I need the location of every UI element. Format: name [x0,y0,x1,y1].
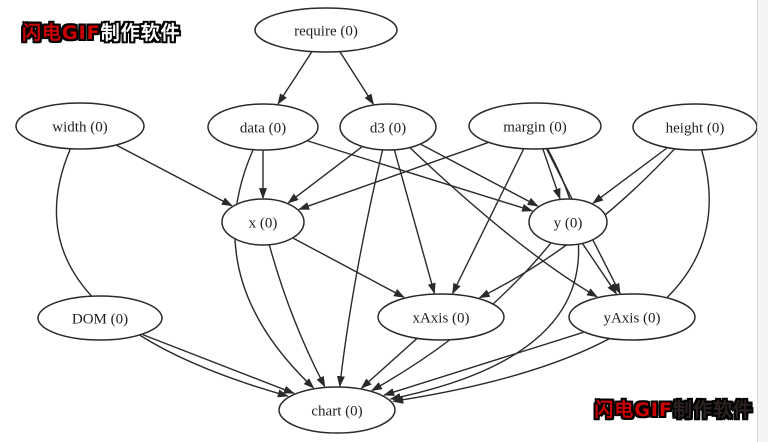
edge-height-to-chart [392,150,710,404]
node-y-label: y (0) [554,215,583,231]
node-data [207,103,319,151]
watermark-brand-text: 闪电GIF [22,22,101,44]
node-data-label: data (0) [240,120,286,136]
node-d3-label: d3 (0) [370,120,406,136]
node-require-label: require (0) [294,23,358,39]
edge-margin-to-xAxis [451,148,525,295]
node-DOM-label: DOM (0) [72,311,128,327]
node-require [254,7,398,53]
edge-DOM-to-chart [142,333,295,394]
node-DOM [37,295,163,341]
edge-d3-to-xAxis [393,150,436,295]
edge-d3-to-y [420,143,539,207]
node-x [221,198,305,246]
edge-d3-to-yAxis [409,147,598,298]
node-x-label: x (0) [249,215,278,231]
node-xAxis-label: xAxis (0) [412,310,469,326]
watermark-bottom-right: 闪电GIF制作软件 [594,395,753,422]
node-xAxis [377,293,505,341]
edge-require-to-data [277,51,313,105]
edge-require-to-d3 [339,51,374,105]
edge-yAxis-to-chart [383,331,584,396]
edge-x-to-xAxis [292,237,405,298]
edge-data-to-chart [234,149,315,389]
node-width-label: width (0) [52,119,107,135]
node-margin-label: margin (0) [503,119,566,135]
edge-margin-to-y [542,149,561,200]
edge-margin-to-x [298,142,488,210]
edge-xAxis-to-chart [360,338,418,389]
node-yAxis [568,293,696,341]
node-chart-label: chart (0) [311,403,362,419]
node-width [15,102,145,150]
edge-height-to-y [592,147,668,204]
edge-d3-to-chart [336,150,384,388]
node-margin [468,102,602,150]
node-y [528,198,608,246]
watermark-suffix-text: 制作软件 [100,22,181,44]
node-d3 [339,103,437,151]
edge-x-to-chart [268,245,326,388]
node-height-label: height (0) [666,120,725,136]
watermark-top-left: 闪电GIF制作软件 [22,18,181,45]
edge-d3-to-x [287,146,363,204]
edge-width-to-chart [55,148,289,398]
edge-width-to-x [116,144,233,207]
right-edge-strip [757,0,768,442]
watermark-suffix-text: 制作软件 [672,399,753,421]
node-yAxis-label: yAxis (0) [603,310,660,326]
node-chart [278,386,396,434]
edge-y-to-yAxis [582,243,617,295]
watermark-brand-text: 闪电GIF [594,399,673,421]
edge-data-to-y [307,140,534,212]
